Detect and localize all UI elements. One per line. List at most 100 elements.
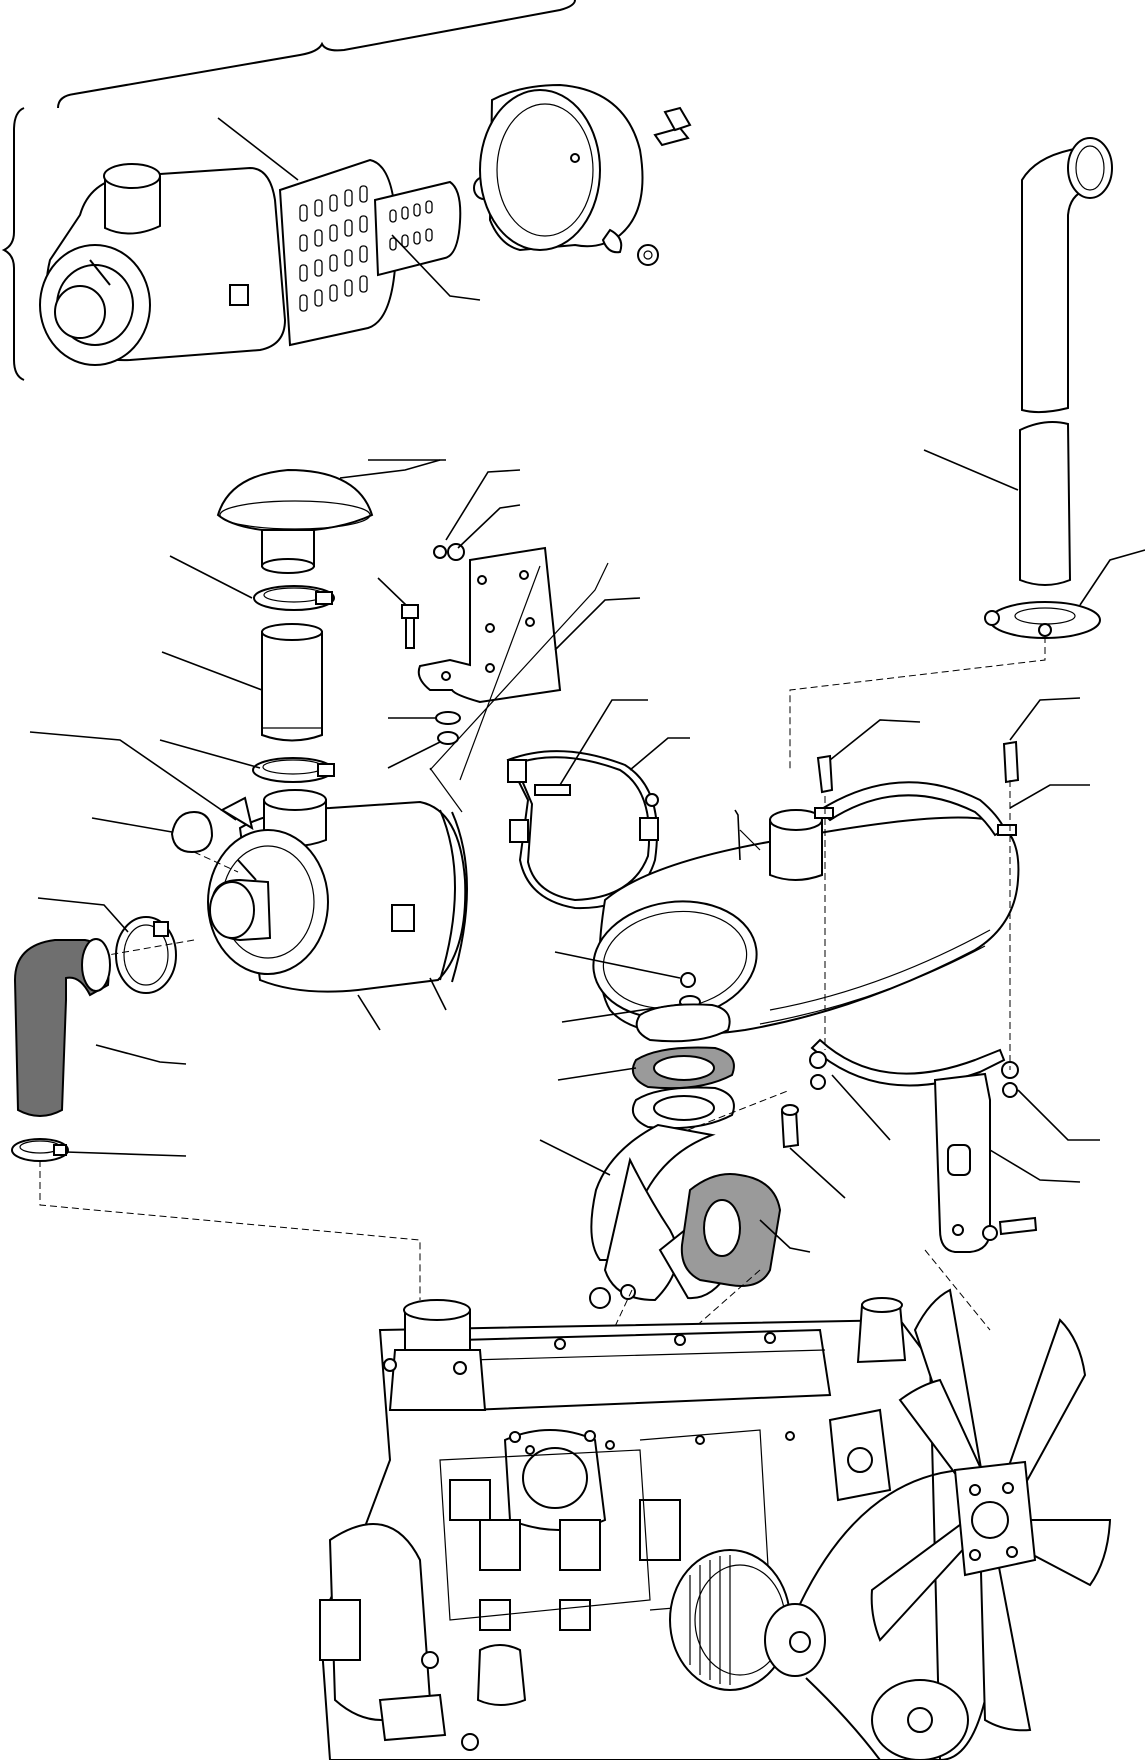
pipe-nut-2 bbox=[620, 1284, 636, 1300]
bracket-hole-4 bbox=[525, 617, 535, 627]
starter-motor bbox=[378, 1693, 447, 1742]
hose-clamp-middle-screw bbox=[317, 763, 335, 777]
dash-stack-to-muffler bbox=[789, 636, 1046, 770]
thermostat-outlet bbox=[861, 1297, 903, 1313]
band-clamp-inner bbox=[513, 756, 651, 902]
stack-upper-pipe bbox=[1021, 143, 1102, 414]
leader-strap-upper bbox=[1009, 784, 1090, 809]
flow-arrow bbox=[219, 796, 254, 831]
manifold-bolt-2 bbox=[453, 1361, 467, 1375]
hose-clamp-upper-screw bbox=[315, 591, 333, 605]
rubber-elbow-hose bbox=[13, 939, 110, 1117]
dash-housing-to-clamp bbox=[107, 939, 195, 956]
leader-elbow bbox=[95, 1044, 187, 1065]
group-brace-left bbox=[1, 107, 25, 381]
fan-rivet-4 bbox=[969, 1549, 981, 1561]
port-stud-1 bbox=[509, 1431, 521, 1443]
intake-manifold-base bbox=[388, 1349, 487, 1411]
housing-valve bbox=[89, 259, 111, 286]
bracket-nut-lower bbox=[437, 731, 459, 745]
valve-cover-ridge bbox=[469, 1349, 826, 1361]
housing-latch bbox=[391, 904, 415, 932]
hose-clamp-lower-screw bbox=[53, 1144, 67, 1156]
band-clamp-ear-top bbox=[507, 759, 527, 783]
fan-rivet-1 bbox=[969, 1484, 981, 1496]
block-boss-1 bbox=[449, 1479, 491, 1521]
port-stud-2 bbox=[584, 1430, 596, 1442]
housing-clip bbox=[229, 284, 249, 306]
block-bolt-3 bbox=[525, 1445, 535, 1455]
restriction-indicator bbox=[170, 810, 214, 854]
hose-clamp-side-screw bbox=[153, 921, 169, 937]
housing-outlet-opening bbox=[209, 881, 255, 939]
strap-lower-nut-left-2 bbox=[810, 1074, 826, 1090]
bracket-bolt-shank bbox=[405, 617, 415, 649]
dash-indicator bbox=[193, 851, 239, 873]
dash-strap-to-engine bbox=[924, 1249, 991, 1331]
leader-strap-bolt-left bbox=[829, 719, 921, 761]
safety-element-slots bbox=[389, 200, 433, 251]
muffler-outlet-rim bbox=[769, 809, 823, 831]
bracket-hole-1 bbox=[477, 575, 487, 585]
bracket-hole-2 bbox=[519, 570, 529, 580]
leader-stack-clamp bbox=[1079, 549, 1145, 606]
flywheel-housing bbox=[328, 1523, 432, 1721]
fan-blade-4 bbox=[978, 1517, 1032, 1732]
leader-strap-lower-right bbox=[1017, 1089, 1100, 1141]
muffler-seam-2 bbox=[769, 929, 991, 1011]
intake-tube bbox=[261, 631, 323, 742]
bracket-bolt-head bbox=[401, 604, 419, 619]
intake-tube-top bbox=[261, 623, 323, 641]
block-bolt-6 bbox=[785, 1431, 795, 1441]
strap-upper-ear-right bbox=[997, 824, 1017, 836]
band-clamp-ear-right bbox=[639, 817, 659, 841]
strap-lower-nut-right-2 bbox=[1002, 1082, 1018, 1098]
block-plug-2 bbox=[559, 1599, 591, 1631]
leader-cap bbox=[339, 459, 441, 479]
leader-gasket bbox=[557, 1067, 637, 1081]
band-clamp-ear-bottom bbox=[509, 819, 529, 843]
leader-clamp-upper bbox=[169, 555, 253, 599]
stack-clamp-bolt bbox=[1038, 623, 1052, 637]
dust-valve bbox=[601, 228, 623, 254]
muffler-seam-1 bbox=[759, 945, 986, 1025]
housing-inlet-rim-2 bbox=[263, 789, 327, 811]
dash-bracket-lines-2 bbox=[459, 565, 541, 781]
strap-upper-ear-left bbox=[814, 807, 834, 819]
elbow-end bbox=[81, 938, 111, 992]
cover-bolt-3 bbox=[764, 1332, 776, 1344]
fan-blade-5 bbox=[870, 1508, 992, 1642]
air-filter-exploded-view bbox=[1, 0, 692, 381]
leader-manifold-gasket bbox=[759, 1219, 811, 1253]
stack-outlet bbox=[1067, 137, 1113, 199]
bracket-washer bbox=[447, 543, 465, 561]
leader-housing bbox=[29, 731, 237, 821]
block-boss-2 bbox=[479, 1519, 521, 1571]
leader-bracket bbox=[554, 597, 641, 651]
wing-bolt-head bbox=[663, 106, 692, 132]
muffler bbox=[592, 697, 1100, 1253]
block-bolt-5 bbox=[695, 1435, 705, 1445]
oil-filter bbox=[476, 1644, 527, 1706]
dash-bracket-lines bbox=[429, 562, 609, 771]
pipe-nut-1 bbox=[589, 1287, 611, 1309]
manifold-gasket-hole bbox=[703, 1199, 741, 1257]
small-nut-hole bbox=[643, 250, 653, 260]
water-pump-hub bbox=[847, 1447, 873, 1473]
block-panel bbox=[439, 1449, 651, 1621]
leader-band-bolt bbox=[559, 699, 648, 786]
muffler-outlet bbox=[769, 819, 823, 881]
crank-pulley-hub bbox=[907, 1707, 933, 1733]
leader-safety-element bbox=[391, 234, 481, 301]
support-strap-slot bbox=[947, 1144, 971, 1176]
cover-inner bbox=[496, 103, 594, 237]
block-bolt-1 bbox=[421, 1651, 439, 1669]
leader-band-clamp bbox=[629, 737, 690, 771]
strap-lower-nut-left bbox=[809, 1051, 827, 1069]
starter-mount bbox=[319, 1599, 361, 1661]
cover-rim bbox=[479, 89, 601, 251]
small-nut bbox=[637, 244, 659, 266]
valve-cover bbox=[458, 1328, 832, 1412]
exhaust-pipe-group bbox=[539, 951, 991, 1471]
cover-bolt-2 bbox=[674, 1334, 686, 1346]
